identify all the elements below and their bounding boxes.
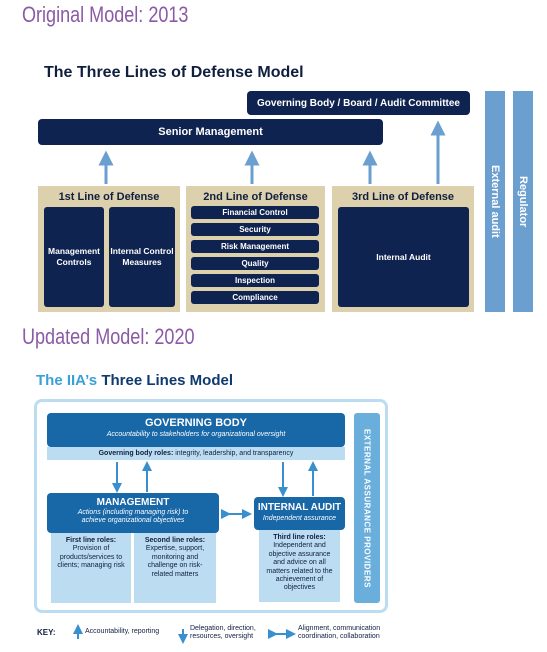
inspection-item: Inspection [191, 274, 319, 287]
old-model-title: The Three Lines of Defense Model [44, 64, 304, 81]
governing-body-subtitle: Accountability to stakeholders for organ… [106, 431, 286, 438]
quality-item: Quality [191, 257, 319, 270]
governing-roles-label: Governing body roles: [98, 450, 174, 457]
management-controls-box: Management Controls [44, 207, 104, 307]
management-header: MANAGEMENT Actions (including managing r… [47, 493, 219, 533]
third-line-roles-box: Third line roles: Independent and object… [259, 530, 340, 602]
financial-control-item: Financial Control [191, 206, 319, 219]
risk-management-item: Risk Management [191, 240, 319, 253]
internal-control-measures-box: Internal Control Measures [109, 207, 175, 307]
compliance-item: Compliance [191, 291, 319, 304]
governing-body-title: GOVERNING BODY [144, 417, 248, 429]
first-line-roles-text: Provision of products/services to client… [57, 545, 125, 570]
second-line-roles-label: Second line roles: [144, 537, 206, 544]
new-model-title: The IIA’s Three Lines Model [36, 372, 233, 389]
regulator-label: Regulator [517, 175, 529, 228]
new-model-title-main: Three Lines Model [101, 372, 234, 389]
new-model-title-prefix: The IIA’s [36, 372, 98, 389]
key-down-text: Delegation, direction, resources, oversi… [190, 625, 256, 641]
first-line-roles-label: First line roles: [65, 537, 117, 544]
third-line-roles-text: Independent and objective assurance and … [266, 542, 333, 592]
governing-body-roles: Governing body roles: integrity, leaders… [47, 447, 345, 460]
internal-audit-subtitle: Independent assurance [262, 515, 337, 522]
security-item: Security [191, 223, 319, 236]
first-line-roles-box: First line roles: Provision of products/… [51, 533, 131, 603]
internal-audit-header: INTERNAL AUDIT Independent assurance [254, 497, 345, 530]
key-label: KEY: [37, 628, 56, 637]
external-audit-bar: External audit [485, 91, 505, 312]
governing-roles-text: integrity, leadership, and transparency [175, 450, 294, 457]
key-up-text: Accountability, reporting [85, 628, 160, 635]
new-model-arrows [73, 461, 318, 644]
governing-body-header: GOVERNING BODY Accountability to stakeho… [47, 413, 345, 447]
management-subtitle: Actions (including managing risk) to ach… [77, 509, 189, 525]
third-line-title: 3rd Line of Defense [351, 191, 455, 203]
heading-updated: Updated Model: 2020 [22, 324, 195, 349]
second-line-roles-box: Second line roles: Expertise, support, m… [134, 533, 216, 603]
internal-audit-box: Internal Audit [338, 207, 469, 307]
external-assurance-bar: EXTERNAL ASSURANCE PROVIDERS [354, 413, 380, 603]
first-line-title: 1st Line of Defense [58, 191, 160, 203]
key-both-text: Alignment, communication coordination, c… [298, 625, 381, 641]
internal-audit-title: INTERNAL AUDIT [257, 502, 342, 513]
external-assurance-label: EXTERNAL ASSURANCE PROVIDERS [362, 428, 372, 588]
management-title: MANAGEMENT [96, 497, 170, 508]
new-model-frame [34, 399, 388, 613]
external-audit-label: External audit [489, 165, 501, 238]
second-line-title: 2nd Line of Defense [203, 191, 308, 203]
old-model-arrows [98, 120, 446, 184]
senior-management-box: Senior Management [38, 119, 383, 145]
second-line-roles-text: Expertise, support, monitoring and chall… [145, 545, 205, 578]
governing-body-box: Governing Body / Board / Audit Committee [247, 91, 470, 115]
heading-original: Original Model: 2013 [22, 2, 189, 27]
regulator-bar: Regulator [513, 91, 533, 312]
third-line-roles-label: Third line roles: [273, 534, 326, 541]
